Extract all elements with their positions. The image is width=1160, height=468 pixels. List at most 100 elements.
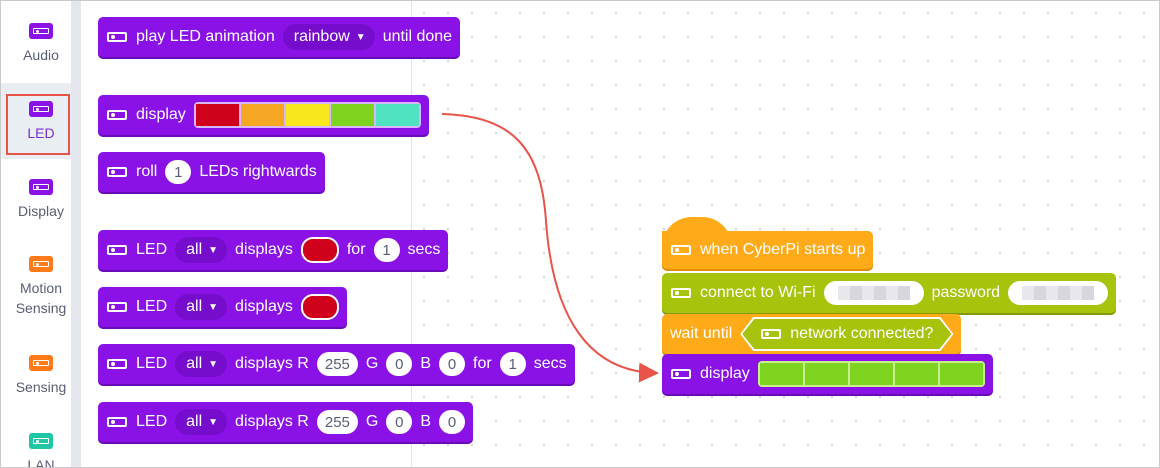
- category-label: LED: [27, 125, 55, 141]
- wait-until-block[interactable]: wait until network connected?: [662, 314, 962, 354]
- category-sensing[interactable]: Sensing: [1, 355, 81, 395]
- seconds-input[interactable]: 1: [373, 238, 400, 262]
- block-text: network connected?: [790, 325, 934, 342]
- caret-down-icon: ▼: [208, 244, 219, 256]
- block-text: wait until: [670, 325, 733, 342]
- red-input[interactable]: 255: [316, 410, 358, 434]
- led-color-2[interactable]: [804, 363, 848, 385]
- category-lan[interactable]: LAN: [1, 433, 81, 468]
- led-color-5[interactable]: [375, 104, 419, 126]
- led-color-3[interactable]: [285, 104, 329, 126]
- led-strip-icon: [670, 243, 692, 257]
- color-picker[interactable]: [300, 237, 339, 263]
- green-input[interactable]: 0: [386, 352, 413, 376]
- led-displays-block[interactable]: LED all ▼ displays: [98, 287, 347, 327]
- block-text: LED: [136, 355, 168, 372]
- block-text: connect to Wi-Fi: [700, 284, 816, 301]
- led-select-dropdown[interactable]: all▼: [175, 351, 228, 377]
- dropdown-value: all: [186, 241, 203, 258]
- led-strip-icon: [106, 108, 128, 122]
- block-text: displays R: [235, 355, 309, 372]
- seconds-input[interactable]: 1: [499, 352, 526, 376]
- category-list: Audio LED Display Motion Sensing Sensing…: [1, 1, 81, 467]
- led-strip-icon: [670, 286, 692, 300]
- category-display[interactable]: Display: [1, 179, 81, 219]
- led-displays-for-secs-block[interactable]: LED all ▼ displays for 1 secs: [98, 230, 449, 270]
- block-text: display: [700, 365, 750, 382]
- block-text: displays: [235, 241, 293, 258]
- category-motion-sensing[interactable]: Motion Sensing: [1, 256, 81, 316]
- led-color-4[interactable]: [330, 104, 374, 126]
- category-label-line2: Sensing: [15, 300, 67, 316]
- display-colors-block[interactable]: display: [98, 95, 429, 135]
- caret-down-icon: ▼: [208, 301, 219, 313]
- dropdown-value: all: [186, 413, 203, 430]
- network-connected-block[interactable]: network connected?: [742, 319, 951, 349]
- blue-input[interactable]: 0: [439, 352, 466, 376]
- redacted-text: [837, 286, 910, 300]
- led-rgb-block[interactable]: LED all▼ displays R 255 G 0 B 0: [98, 402, 474, 442]
- block-text: when CyberPi starts up: [700, 241, 866, 258]
- led-strip-icon: [29, 355, 53, 371]
- block-text: for: [346, 241, 366, 258]
- block-text: B: [420, 355, 432, 372]
- block-text: displays: [235, 298, 293, 315]
- category-label: Audio: [23, 47, 59, 63]
- category-scrollbar[interactable]: [71, 1, 81, 467]
- led-strip-icon: [29, 179, 53, 195]
- green-input[interactable]: 0: [386, 410, 413, 434]
- led-color-1[interactable]: [195, 104, 239, 126]
- led-strip-icon: [106, 165, 128, 179]
- blue-input[interactable]: 0: [439, 410, 466, 434]
- led-strip-icon: [106, 243, 128, 257]
- block-text: LEDs rightwards: [199, 163, 317, 180]
- led-strip-icon: [106, 415, 128, 429]
- caret-down-icon: ▼: [208, 416, 219, 428]
- led-rgb-for-secs-block[interactable]: LED all▼ displays R 255 G 0 B 0 for 1 se…: [98, 344, 575, 384]
- category-label: Motion: [19, 280, 63, 296]
- block-text: display: [136, 106, 186, 123]
- led-color-1[interactable]: [759, 363, 803, 385]
- led-color-5[interactable]: [939, 363, 983, 385]
- block-text: for: [473, 355, 492, 372]
- connect-wifi-block[interactable]: connect to Wi-Fi password: [662, 273, 1117, 313]
- led-color-4[interactable]: [894, 363, 938, 385]
- block-text: LED: [136, 241, 168, 258]
- block-text: LED: [136, 413, 168, 430]
- category-label: Display: [18, 203, 64, 219]
- led-color-strip[interactable]: [193, 102, 421, 128]
- led-strip-icon: [29, 23, 53, 39]
- led-color-2[interactable]: [240, 104, 284, 126]
- play-led-animation-block[interactable]: play LED animation rainbow▼ until done: [98, 17, 461, 57]
- led-strip-icon: [106, 30, 128, 44]
- animation-dropdown[interactable]: rainbow▼: [282, 24, 375, 50]
- led-select-dropdown[interactable]: all ▼: [175, 237, 228, 263]
- roll-count-input[interactable]: 1: [165, 160, 192, 184]
- led-strip-icon: [760, 327, 782, 341]
- block-text: secs: [533, 355, 567, 372]
- led-color-strip[interactable]: [757, 361, 985, 387]
- roll-leds-block[interactable]: roll 1 LEDs rightwards: [98, 152, 325, 192]
- color-picker[interactable]: [300, 294, 339, 320]
- category-label: LAN: [27, 457, 55, 468]
- red-input[interactable]: 255: [316, 352, 358, 376]
- wifi-ssid-input[interactable]: [823, 281, 924, 305]
- block-text: LED: [136, 298, 168, 315]
- category-audio[interactable]: Audio: [1, 23, 81, 63]
- block-text: G: [365, 413, 379, 430]
- block-text: roll: [136, 163, 158, 180]
- led-category-highlight: [6, 94, 70, 155]
- led-select-dropdown[interactable]: all ▼: [175, 294, 228, 320]
- led-select-dropdown[interactable]: all ▼: [175, 409, 228, 435]
- when-cyberpi-starts-block[interactable]: when CyberPi starts up: [662, 231, 874, 269]
- dropdown-value: rainbow: [293, 28, 350, 45]
- led-color-3[interactable]: [849, 363, 893, 385]
- led-strip-icon: [106, 357, 128, 371]
- block-text: secs: [407, 241, 441, 258]
- condition-slot[interactable]: network connected?: [740, 317, 953, 351]
- script-display-block[interactable]: display: [662, 354, 993, 394]
- wifi-password-input[interactable]: [1008, 281, 1109, 305]
- led-strip-icon: [29, 433, 53, 449]
- dropdown-value: all: [186, 298, 203, 315]
